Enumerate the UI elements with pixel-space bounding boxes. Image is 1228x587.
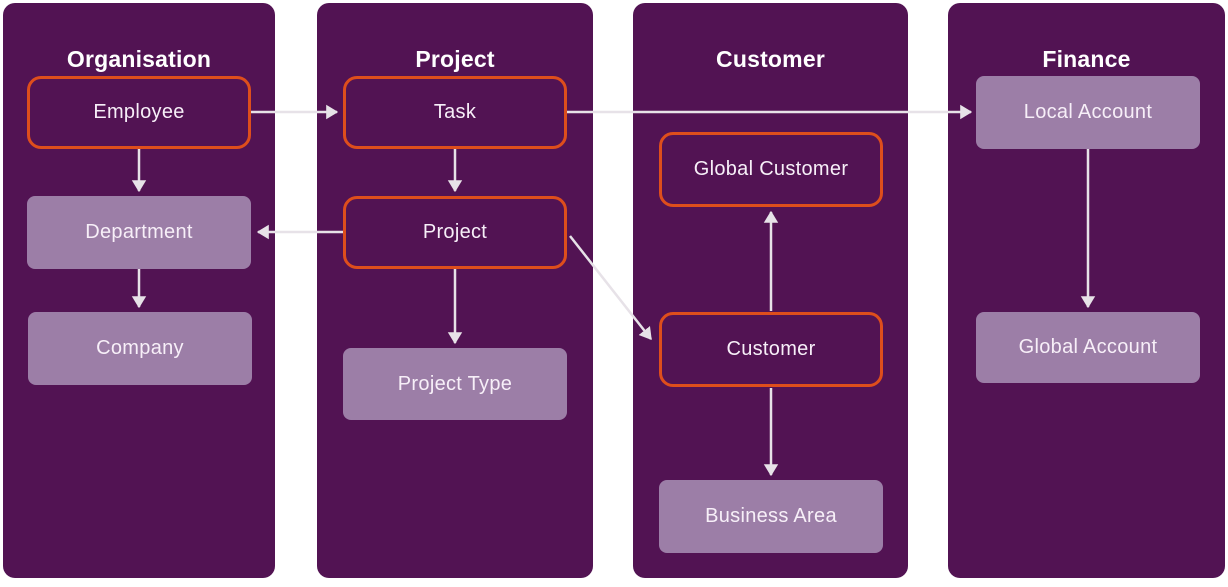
panel-title-organisation: Organisation: [66, 46, 212, 73]
node-project: Project: [343, 196, 567, 269]
node-global-account: Global Account: [976, 312, 1200, 383]
panel-project: Project: [317, 3, 593, 578]
node-project-type: Project Type: [343, 348, 567, 420]
node-department: Department: [27, 196, 251, 269]
panel-title-finance: Finance: [1042, 46, 1131, 73]
node-global-customer: Global Customer: [659, 132, 883, 207]
node-task: Task: [343, 76, 567, 149]
node-business-area: Business Area: [659, 480, 883, 553]
node-employee: Employee: [27, 76, 251, 149]
node-local-account: Local Account: [976, 76, 1200, 149]
panel-title-project: Project: [415, 46, 495, 73]
node-customer: Customer: [659, 312, 883, 387]
panel-title-customer: Customer: [716, 46, 825, 73]
node-company: Company: [28, 312, 252, 385]
